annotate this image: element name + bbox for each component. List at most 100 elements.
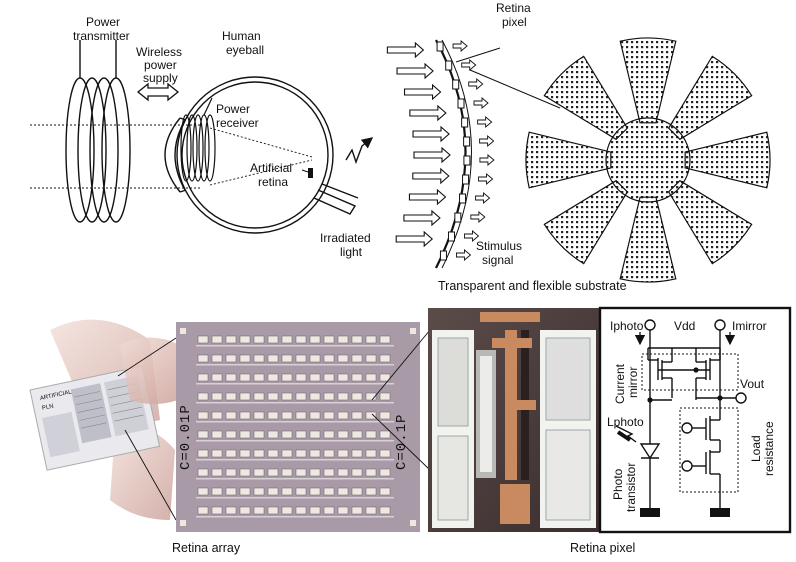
array-cell [197, 487, 209, 496]
array-label-left: C=0.01P [178, 404, 194, 470]
substrate-pixel [436, 41, 444, 52]
light-arrow [412, 167, 450, 185]
array-cell [197, 468, 209, 477]
array-cell [211, 411, 223, 420]
retina-pixel-caption: Retina pixel [570, 541, 635, 555]
stimulus-arrow [477, 116, 493, 128]
array-cell [267, 354, 279, 363]
array-cell [211, 335, 223, 344]
stimulus-signal-label: Stimulus signal [476, 239, 525, 267]
array-row-line [196, 383, 394, 385]
irradiated-light-arrows [386, 41, 451, 248]
array-cell [253, 411, 265, 420]
array-cell [225, 411, 237, 420]
array-cell [253, 354, 265, 363]
array-cell [337, 449, 349, 458]
chip-zoom-lines [117, 337, 177, 521]
stimulus-arrow [452, 40, 468, 52]
array-cell [323, 468, 335, 477]
array-cell [225, 506, 237, 515]
stimulus-arrow [479, 135, 495, 147]
array-cell [197, 430, 209, 439]
light-arrow [412, 125, 450, 143]
artificial-retina-marker [301, 168, 313, 178]
array-cell [225, 335, 237, 344]
array-cell [281, 335, 293, 344]
array-cell [309, 468, 321, 477]
array-cell [351, 354, 363, 363]
array-cell [267, 449, 279, 458]
array-cell [253, 506, 265, 515]
array-row-line [196, 345, 394, 347]
array-cell [351, 487, 363, 496]
array-cell [379, 506, 391, 515]
array-cell [225, 430, 237, 439]
array-cell [225, 468, 237, 477]
chip-photo: ARTIFICIAL PLN [29, 319, 190, 520]
stimulus-arrow [470, 211, 486, 223]
array-cell [365, 392, 377, 401]
array-cell [239, 449, 251, 458]
circuit-vdd-label: Vdd [674, 319, 695, 333]
array-cell [211, 373, 223, 382]
irradiated-light-label: Irradiated light [320, 231, 374, 259]
stimulus-arrow [468, 78, 484, 90]
retina-pixel-pointer [455, 47, 501, 63]
array-cell [281, 392, 293, 401]
light-arrow [409, 104, 447, 122]
array-cell [309, 373, 321, 382]
array-cell [267, 487, 279, 496]
retina-array-cells [180, 328, 416, 526]
stimulus-arrow [478, 173, 494, 185]
circuit-phototransistor-label: Photo transistor [611, 463, 638, 512]
wireless-power-arrow [136, 82, 180, 102]
array-cell [281, 506, 293, 515]
array-cell [239, 392, 251, 401]
array-cell [365, 335, 377, 344]
array-row-line [196, 402, 394, 404]
array-cell [197, 373, 209, 382]
array-cell [197, 449, 209, 458]
array-cell [253, 392, 265, 401]
array-cell [211, 468, 223, 477]
array-cell [365, 354, 377, 363]
array-cell [211, 430, 223, 439]
circuit-lphoto-label: Lphoto [607, 415, 644, 429]
array-cell [281, 430, 293, 439]
pixel-electrode-petal [619, 37, 677, 124]
array-cell [295, 468, 307, 477]
array-corner-pad [180, 328, 186, 334]
array-cell [267, 506, 279, 515]
stimulus-arrow [475, 192, 491, 204]
light-arrow [403, 83, 442, 101]
array-zoom-lines [371, 329, 431, 471]
array-cell [295, 449, 307, 458]
human-eyeball [164, 76, 334, 234]
array-row-line [196, 497, 394, 499]
array-cell [323, 487, 335, 496]
chip-label-line2: PLN [42, 404, 55, 412]
array-cell [267, 335, 279, 344]
stimulus-arrow [464, 230, 480, 242]
circuit-load-resistance-label: Load resistance [749, 421, 776, 476]
pixel-electrode-petal [667, 55, 753, 141]
array-cell [365, 373, 377, 382]
light-arrow [408, 188, 447, 206]
array-cell [281, 468, 293, 477]
array-cell [309, 354, 321, 363]
light-path-lines [30, 124, 313, 189]
array-cell [379, 449, 391, 458]
array-cell [253, 468, 265, 477]
array-cell [239, 373, 251, 382]
pixel-electrode-petal [667, 179, 753, 265]
array-cell [337, 506, 349, 515]
array-row-line [196, 421, 394, 423]
array-cell [239, 354, 251, 363]
substrate-pixel [463, 136, 471, 147]
pixel-zoom-line-top [469, 69, 561, 109]
pixel-electrode-petal [684, 131, 771, 189]
circuit-vout-label: Vout [740, 377, 765, 391]
array-cell [351, 411, 363, 420]
array-cell [323, 430, 335, 439]
